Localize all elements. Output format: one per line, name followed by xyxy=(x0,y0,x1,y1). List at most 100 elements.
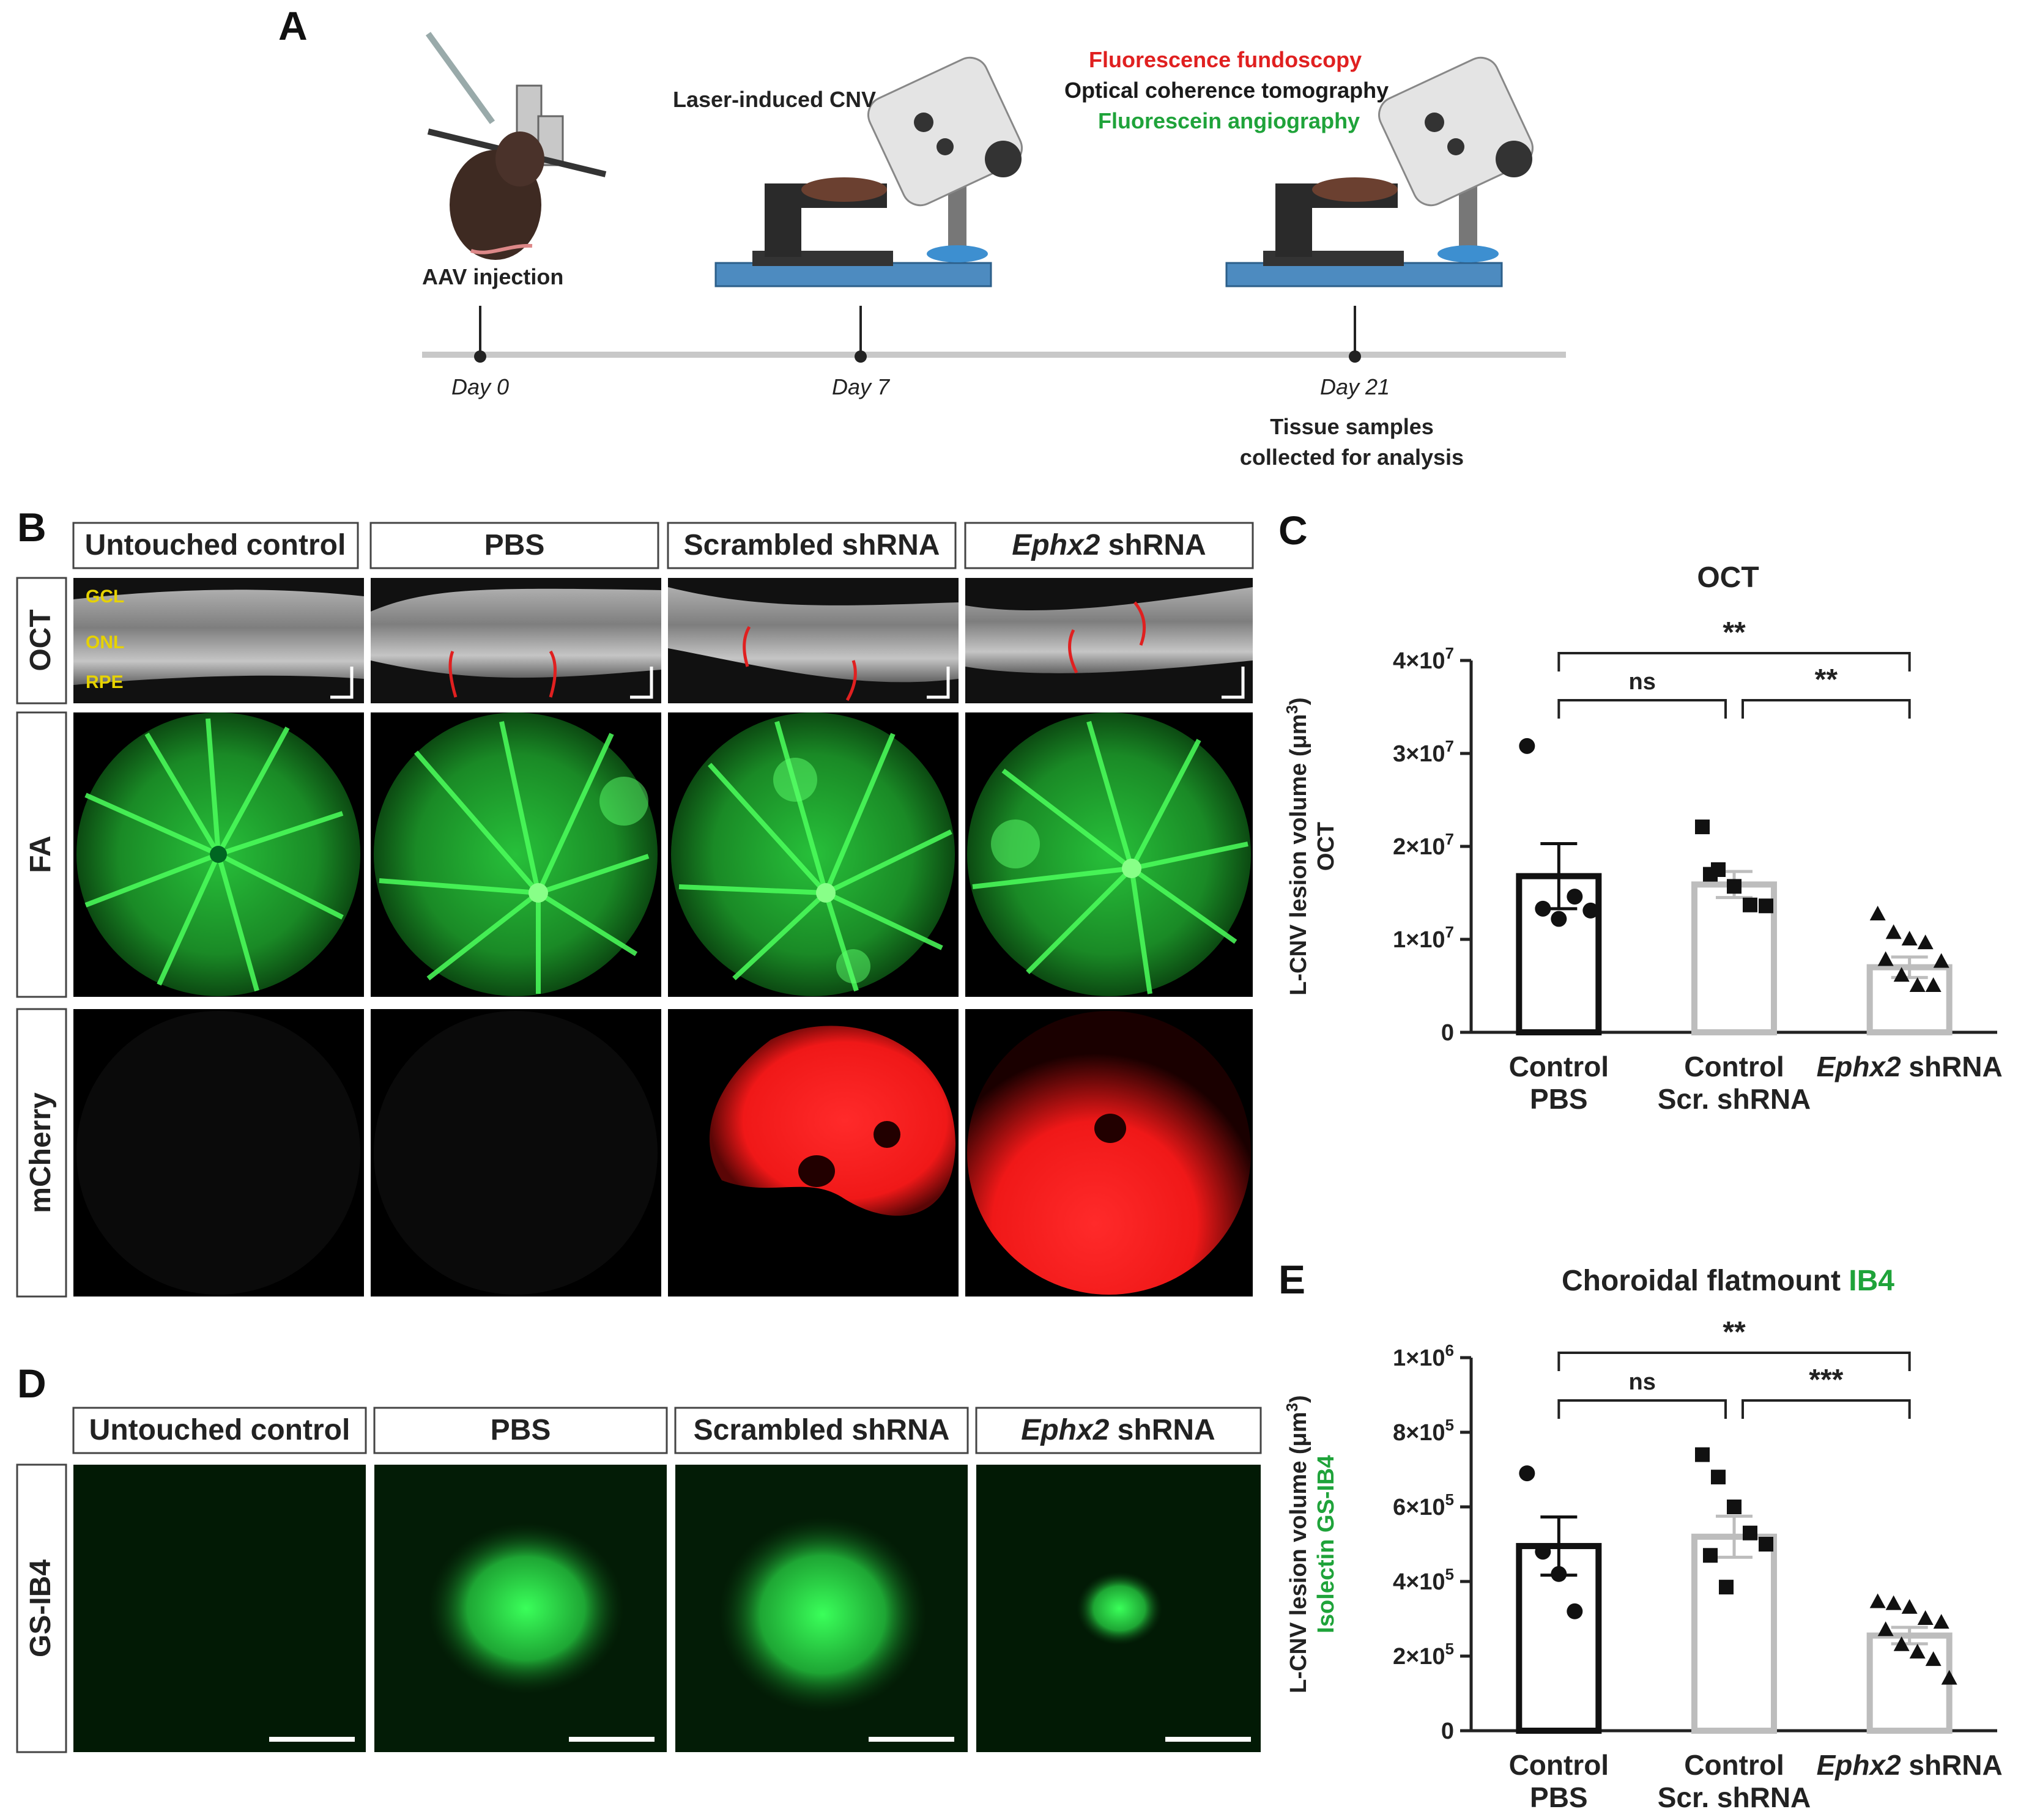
y-tick-exp: 5 xyxy=(1445,1416,1454,1434)
category-label: Control xyxy=(1684,1051,1784,1082)
y-tick-exp: 6 xyxy=(1445,1341,1454,1359)
y-tick-label: 4×107 xyxy=(1393,644,1454,674)
data-point xyxy=(1519,738,1535,754)
category-label: Ephx2 shRNA xyxy=(1817,1749,2003,1781)
timeline-marker-day0 xyxy=(474,350,486,363)
row-label-oct: OCT xyxy=(24,609,57,671)
imaging-fluorescein-angiography: Fluorescein angiography xyxy=(1098,108,1360,133)
row-label-gsib4: GS-IB4 xyxy=(24,1559,57,1657)
laser-microscope-illustration xyxy=(714,56,1023,287)
data-point xyxy=(1551,1566,1567,1582)
data-point xyxy=(1869,905,1886,920)
y-tick-base: 8×10 xyxy=(1393,1420,1445,1446)
header-untouched-b: Untouched control xyxy=(85,529,346,561)
y-tick-exp: 5 xyxy=(1445,1640,1454,1658)
fa-images xyxy=(73,712,1253,997)
data-point xyxy=(1703,867,1718,882)
significance-bracket xyxy=(1557,652,1911,671)
chart-title: OCT xyxy=(1697,561,1759,594)
data-point xyxy=(1893,1636,1910,1651)
data-point xyxy=(1933,1614,1949,1629)
data-point xyxy=(1519,1465,1535,1482)
y-tick-label: 1×106 xyxy=(1393,1341,1454,1371)
significance-label: *** xyxy=(1809,1364,1843,1396)
ib4-images xyxy=(73,1465,1261,1752)
header-scrambled-b: Scrambled shRNA xyxy=(684,529,940,561)
data-point xyxy=(1917,934,1934,950)
imaging-fluorescence-fundoscopy: Fluorescence fundoscopy xyxy=(1089,47,1362,72)
y-tick-label: 4×105 xyxy=(1393,1565,1454,1595)
data-point xyxy=(1925,1651,1942,1666)
data-point xyxy=(1535,900,1551,917)
data-point xyxy=(1877,1621,1894,1637)
data-point xyxy=(1743,1525,1757,1541)
header-ephx2-b: Ephx2 shRNA xyxy=(1012,529,1206,561)
header-untouched-d: Untouched control xyxy=(89,1414,351,1446)
data-point xyxy=(1759,1537,1773,1552)
data-point xyxy=(1885,924,1902,939)
y-label-line2: Isolectin GS-IB4 xyxy=(1313,1455,1339,1633)
y-label-sup: 3 xyxy=(1283,1403,1301,1411)
header-pbs-b: PBS xyxy=(484,529,545,561)
y-tick-exp: 7 xyxy=(1445,737,1454,755)
data-point xyxy=(1909,1643,1926,1659)
data-point xyxy=(1885,1595,1902,1610)
data-point xyxy=(1743,897,1757,912)
category-label-rest: shRNA xyxy=(1901,1749,2003,1781)
y-label-close: ) xyxy=(1286,1395,1311,1403)
imaging-oct: Optical coherence tomography xyxy=(1064,78,1389,103)
panel-a: A AAV injection Laser-induced CNV xyxy=(278,3,1566,470)
y-tick-label: 0 xyxy=(1441,1718,1454,1744)
significance-label: ** xyxy=(1723,616,1746,649)
bar xyxy=(1866,1632,1953,1734)
data-point xyxy=(1551,911,1567,927)
tissue-samples-line1: Tissue samples xyxy=(1270,414,1434,439)
y-axis-label: L-CNV lesion volume (μm3) xyxy=(1283,697,1311,995)
category-label: Control xyxy=(1509,1051,1609,1082)
bar xyxy=(1691,1533,1777,1734)
data-point xyxy=(1877,951,1894,966)
y-label-line1: L-CNV lesion volume (μm xyxy=(1286,714,1311,995)
data-point xyxy=(1711,1470,1726,1485)
header-ephx2-d: Ephx2 shRNA xyxy=(1021,1414,1215,1446)
significance-label: ns xyxy=(1628,669,1655,695)
chart-title: Choroidal flatmount IB4 xyxy=(1562,1265,1894,1297)
significance-label: ** xyxy=(1723,1316,1746,1348)
category-label: Ephx2 shRNA xyxy=(1817,1051,2003,1082)
panel-letter-e: E xyxy=(1278,1257,1305,1302)
chart-e: Choroidal flatmount IB402×1054×1056×1058… xyxy=(1283,1265,2003,1813)
y-label-sup: 3 xyxy=(1283,705,1301,714)
row-label-fa: FA xyxy=(24,835,57,873)
panel-d: D Untouched control PBS Scrambled shRNA … xyxy=(16,1361,1262,1753)
layer-label-rpe: RPE xyxy=(86,672,124,692)
timeline-marker-day7 xyxy=(855,350,867,363)
significance-bracket xyxy=(1557,1352,1911,1371)
data-point xyxy=(1727,879,1742,894)
event-label-day0: AAV injection xyxy=(422,264,563,289)
data-point xyxy=(1933,953,1949,968)
y-axis-label-line2: OCT xyxy=(1313,822,1339,871)
panel-b: B Untouched control PBS Scrambled shRNA … xyxy=(16,505,1254,1298)
category-label-italic: Ephx2 xyxy=(1817,1051,1901,1082)
data-point xyxy=(1703,1548,1718,1563)
event-label-day7: Laser-induced CNV xyxy=(673,87,876,112)
y-tick-exp: 5 xyxy=(1445,1490,1454,1509)
row-label-mcherry: mCherry xyxy=(24,1092,57,1213)
data-point xyxy=(1695,1447,1710,1462)
significance-bracket xyxy=(1557,699,1727,719)
category-label-line2: PBS xyxy=(1530,1781,1588,1813)
data-point xyxy=(1759,898,1773,914)
category-label-line2: Scr. shRNA xyxy=(1658,1781,1811,1813)
day-label-7: Day 7 xyxy=(832,374,891,399)
data-point xyxy=(1917,1610,1934,1625)
y-tick-exp: 7 xyxy=(1445,923,1454,941)
y-tick-label: 6×105 xyxy=(1393,1490,1454,1520)
y-axis-label: L-CNV lesion volume (μm3) xyxy=(1283,1395,1311,1693)
data-point xyxy=(1535,1544,1551,1560)
y-label-line1: L-CNV lesion volume (μm xyxy=(1286,1411,1311,1693)
y-label-close: ) xyxy=(1286,697,1311,705)
y-tick-label: 8×105 xyxy=(1393,1416,1454,1446)
